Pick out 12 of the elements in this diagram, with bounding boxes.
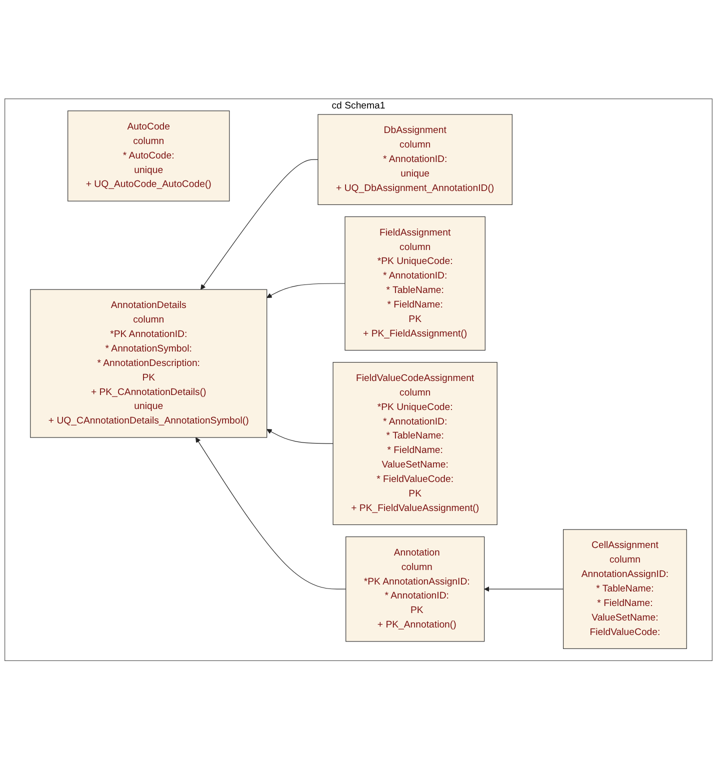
arrow <box>200 159 318 290</box>
node-box: AnnotationDetails column *PK AnnotationID: * AnnotationSymbol: * AnnotationDescription: PK + PK_CAnnotationDetails() unique + UQ_CAnnotationDetails_AnnotationSymbol() <box>30 288 268 438</box>
node-box: CellAssignment column AnnotationAssignID: * TableName: * FieldName: ValueSetName: FieldValueCode: <box>563 529 687 649</box>
node-box: DbAssignment column * AnnotationID: unique + UQ_DbAssignment_AnnotationID() <box>318 114 512 205</box>
node-box: Annotation column *PK AnnotationAssignID: * AnnotationID: PK + PK_Annotation() <box>346 536 485 642</box>
arrow <box>266 282 346 298</box>
arrow <box>266 428 334 444</box>
arrow <box>196 437 346 590</box>
node-box: FieldValueCodeAssignment column *PK UniqueCode: * AnnotationID: * TableName: * FieldName: ValueSetName: * FieldValueCode: PK + PK_FieldValueAssignment() <box>332 362 498 525</box>
node-box: AutoCode column * AutoCode: unique + UQ_AutoCode_AutoCode() <box>68 110 230 202</box>
arrow <box>484 586 564 592</box>
node-box: FieldAssignment column *PK UniqueCode: * AnnotationID: * TableName: * FieldName: PK + PK_FieldAssignment() <box>344 216 486 350</box>
